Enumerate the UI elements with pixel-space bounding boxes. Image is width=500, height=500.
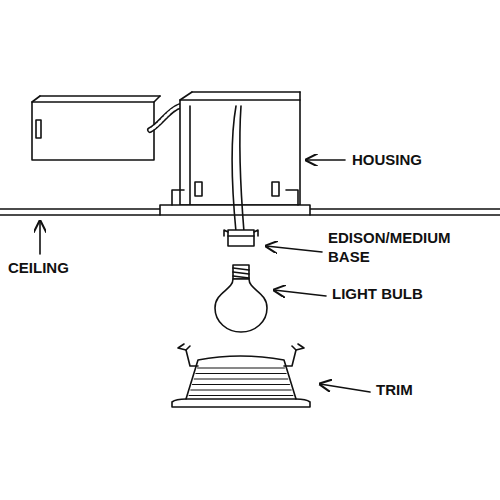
part-label: TRIM	[376, 380, 476, 399]
junction-box	[32, 96, 160, 160]
flex-conduit	[150, 106, 180, 130]
baffle-step	[192, 384, 289, 385]
baffle-step	[196, 373, 286, 374]
part-label: CEILING	[8, 258, 118, 277]
base-thread	[233, 268, 249, 270]
part-label: EDISON/MEDIUM BASE	[328, 228, 478, 266]
part-label: HOUSING	[352, 150, 482, 169]
socket	[224, 230, 258, 246]
trim	[172, 344, 310, 407]
baffle-step	[191, 390, 291, 391]
housing	[160, 92, 310, 232]
baffle-step	[189, 395, 293, 396]
baffle-step	[194, 379, 288, 380]
light-bulb	[215, 265, 267, 332]
baffle-step	[198, 368, 285, 369]
part-label: LIGHT BULB	[332, 284, 472, 303]
base-thread	[233, 272, 249, 274]
leader-arrows	[40, 160, 370, 392]
base-thread	[233, 276, 249, 278]
